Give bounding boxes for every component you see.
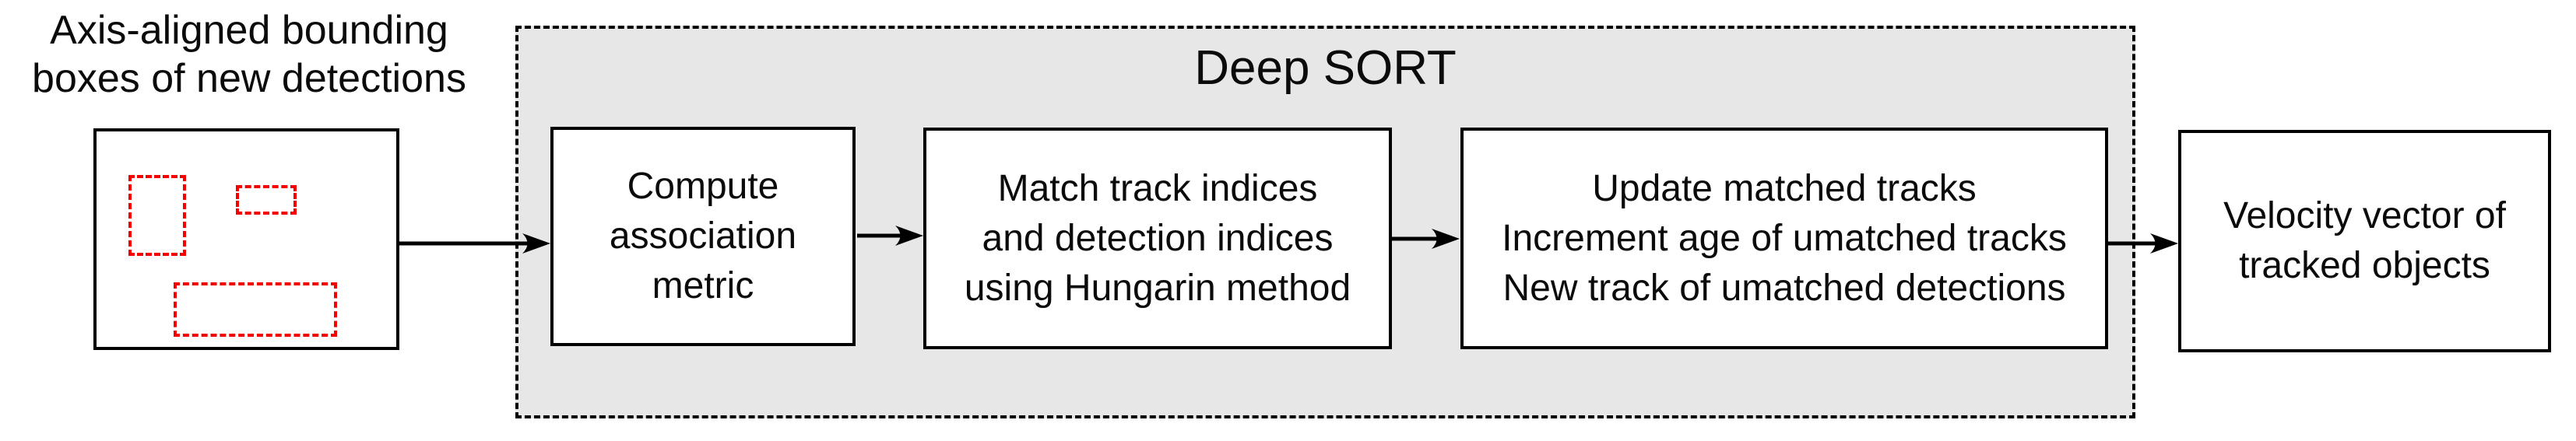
step-compute-association-metric: Compute association metric	[550, 127, 856, 346]
step-text-line: Update matched tracks	[1592, 167, 1977, 209]
output-text-line: tracked objects	[2239, 245, 2490, 286]
output-text-line: Velocity vector of	[2223, 195, 2506, 236]
step-text-line: Increment age of umatched tracks	[1502, 217, 2067, 259]
input-caption-line: Axis-aligned bounding	[50, 8, 448, 53]
input-caption-line: boxes of new detections	[32, 56, 466, 101]
step-text-line: using Hungarin method	[964, 267, 1351, 309]
step-text-line: New track of umatched detections	[1502, 267, 2066, 309]
detections-frame	[93, 128, 399, 350]
step-match-indices: Match track indices and detection indice…	[923, 128, 1392, 349]
step-update-tracks: Update matched tracks Increment age of u…	[1460, 128, 2108, 349]
input-caption: Axis-aligned bounding boxes of new detec…	[12, 6, 487, 103]
step-text-line: association	[609, 215, 797, 257]
deep-sort-title: Deep SORT	[1194, 41, 1457, 95]
step-text-line: and detection indices	[982, 217, 1334, 259]
detection-bounding-box	[174, 282, 337, 337]
detection-bounding-box	[236, 185, 297, 215]
detection-bounding-box	[128, 175, 186, 256]
step-text-line: metric	[652, 265, 754, 306]
output-velocity-vector: Velocity vector of tracked objects	[2178, 130, 2551, 352]
step-text-line: Compute	[627, 166, 779, 207]
step-text-line: Match track indices	[997, 167, 1318, 209]
